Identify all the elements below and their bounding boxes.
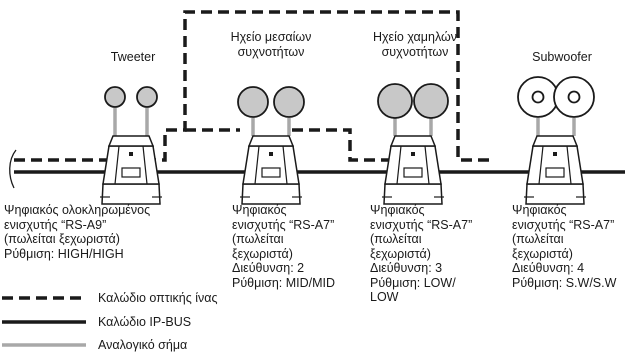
- subwoofer-label: Subwoofer: [532, 50, 592, 64]
- mid-speaker-label: Ηχείο μεσαίων συχνοτήτων: [230, 30, 312, 59]
- cable-end-mark: [9, 149, 17, 189]
- legend-ipbus-swatch: [2, 320, 86, 324]
- amplifier-rs-a7-4: [523, 135, 587, 205]
- optical-fiber-cable: [14, 10, 495, 162]
- low-range-speakers: [377, 83, 449, 119]
- legend-optical-swatch: [2, 296, 86, 300]
- legend-analog-swatch: [2, 343, 86, 347]
- legend-analog-label: Αναλογικό σήμα: [98, 338, 188, 352]
- unit-description-rs-a7-4: Ψηφιακός ενισχυτής “RS-A7” (πωλείται ξεχ…: [512, 203, 617, 290]
- subwoofer-speakers: [517, 76, 595, 118]
- amplifier-rs-a9: [99, 135, 163, 205]
- amplifier-rs-a7-2: [239, 135, 303, 205]
- low-speaker-label: Ηχείο χαμηλών συχνοτήτων: [372, 30, 458, 59]
- tweeter-speakers: [104, 86, 158, 108]
- legend-ipbus: Καλώδιο IP-BUS: [0, 314, 191, 330]
- legend-optical: Καλώδιο οπτικής ίνας: [0, 290, 217, 306]
- unit-description-rs-a7-3: Ψηφιακός ενισχυτής “RS-A7” (πωλείται ξεχ…: [370, 203, 473, 304]
- legend-ipbus-label: Καλώδιο IP-BUS: [98, 315, 192, 329]
- mid-range-speakers: [237, 86, 305, 118]
- amplifier-rs-a7-3: [381, 135, 445, 205]
- legend-analog: Αναλογικό σήμα: [0, 337, 187, 353]
- tweeter-label: Tweeter: [110, 50, 156, 64]
- legend-optical-label: Καλώδιο οπτικής ίνας: [98, 291, 218, 305]
- analog-signal-wires: [113, 108, 576, 136]
- unit-description-rs-a9: Ψηφιακός ολοκληρωμένος ενισχυτής “RS-A9”…: [4, 203, 151, 261]
- unit-description-rs-a7-2: Ψηφιακός ενισχυτής “RS-A7” (πωλείται ξεχ…: [232, 203, 336, 290]
